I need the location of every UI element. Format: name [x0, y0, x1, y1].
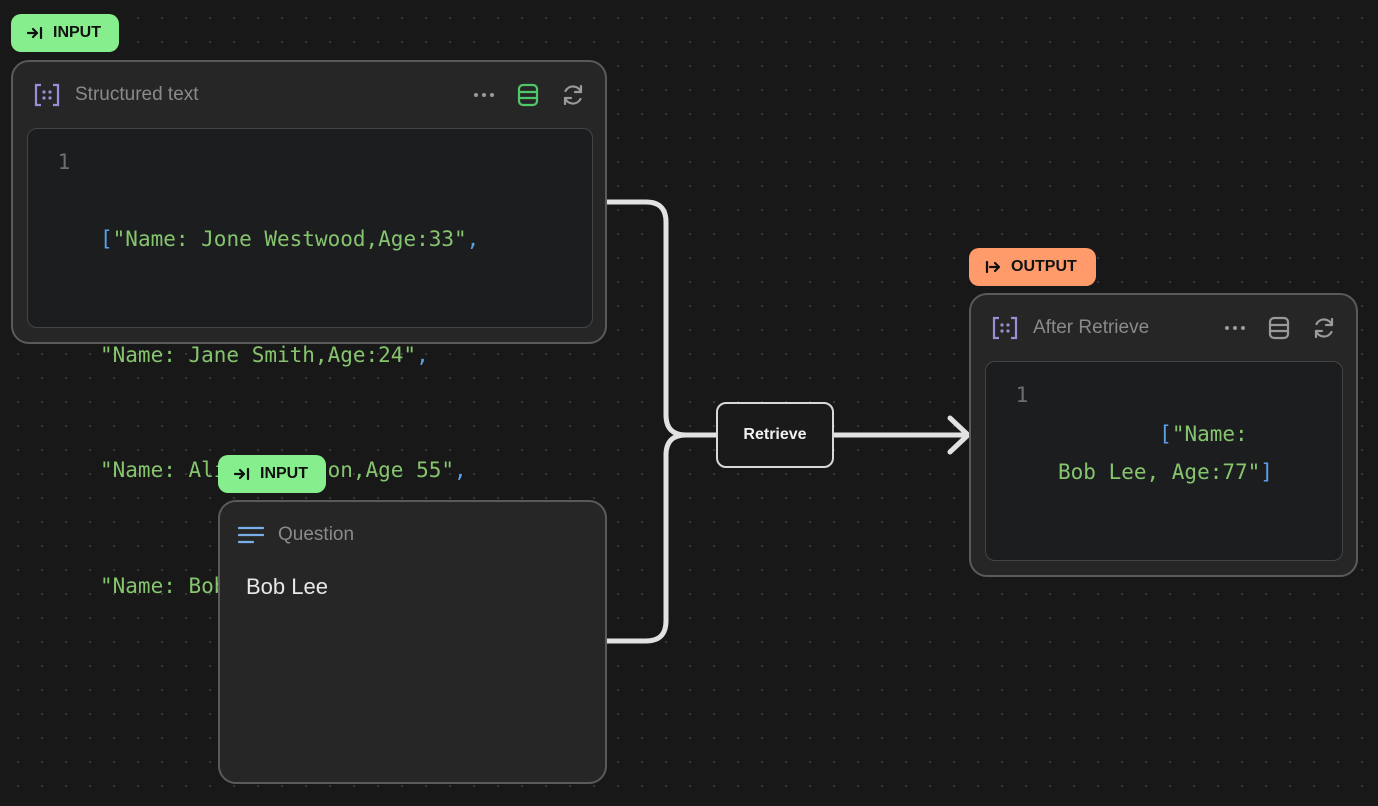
edge-question-to-retrieve	[606, 432, 716, 644]
code-content: ["Name: Bob Lee, Age:77"]	[1058, 421, 1273, 485]
node-title: After Retrieve	[1033, 317, 1150, 338]
arrowhead-icon	[947, 415, 971, 455]
input-arrow-icon	[27, 26, 43, 40]
input-badge: INPUT	[11, 14, 119, 52]
code-editor[interactable]: 1 ["Name: Bob Lee, Age:77"]	[985, 361, 1343, 561]
node-title: Structured text	[75, 84, 199, 105]
output-badge: OUTPUT	[969, 248, 1096, 286]
ellipsis-icon	[1225, 326, 1245, 330]
structured-text-icon	[992, 316, 1018, 340]
after-retrieve-node[interactable]: After Retrieve 1	[969, 293, 1358, 577]
question-node[interactable]: Question Bob Lee	[218, 500, 607, 784]
node-header: After Retrieve	[971, 295, 1356, 361]
input-arrow-icon	[234, 467, 250, 481]
text-lines-icon	[238, 526, 264, 544]
code-editor[interactable]: 1 ["Name: Jone Westwood,Age:33", "Name: …	[27, 128, 593, 598]
output-arrow-icon	[985, 260, 1001, 274]
line-number: 1	[57, 150, 71, 174]
retrieve-node[interactable]: Retrieve	[716, 402, 834, 468]
ellipsis-icon	[474, 93, 494, 97]
line-number: 1	[1015, 383, 1029, 407]
edge-structured-to-retrieve	[606, 199, 716, 438]
retrieve-label: Retrieve	[743, 426, 807, 443]
database-icon	[517, 83, 539, 107]
input-badge: INPUT	[218, 455, 326, 493]
node-header: Structured text	[13, 62, 605, 128]
more-options-button[interactable]	[1224, 325, 1246, 331]
question-value[interactable]: Bob Lee	[246, 574, 328, 599]
more-options-button[interactable]	[473, 92, 495, 98]
refresh-button[interactable]	[561, 83, 585, 107]
structured-text-icon	[34, 83, 60, 107]
badge-label: INPUT	[53, 24, 101, 41]
node-header: Question	[220, 502, 605, 568]
table-view-button[interactable]	[1268, 316, 1290, 340]
refresh-button[interactable]	[1312, 316, 1336, 340]
badge-label: OUTPUT	[1011, 258, 1077, 275]
node-title: Question	[278, 524, 355, 545]
badge-label: INPUT	[260, 465, 308, 482]
structured-text-node[interactable]: Structured text 1	[11, 60, 607, 598]
refresh-icon	[563, 84, 583, 106]
database-icon	[1268, 316, 1290, 340]
table-view-button[interactable]	[517, 83, 539, 107]
refresh-icon	[1314, 317, 1334, 339]
